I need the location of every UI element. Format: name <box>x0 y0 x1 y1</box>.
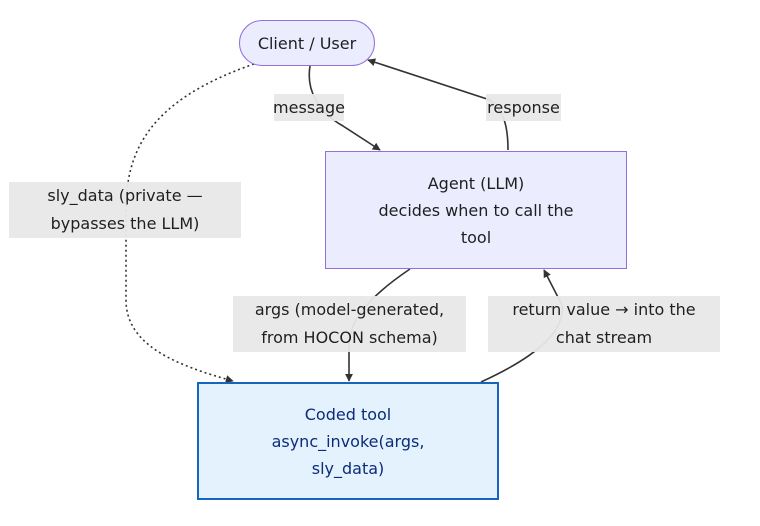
node-coded-tool: Coded tool async_invoke(args, sly_data) <box>197 382 499 500</box>
edge-label-response: response <box>486 94 561 121</box>
edge-label-return-value: return value → into the chat stream <box>488 296 720 352</box>
edge-label-args: args (model-generated, from HOCON schema… <box>233 296 466 352</box>
edge-label-sly-data-line-1: sly_data (private — <box>47 186 203 205</box>
edge-label-response-text: response <box>487 97 560 117</box>
node-agent-llm: Agent (LLM) decides when to call the too… <box>325 151 627 269</box>
edge-label-return-line-2: chat stream <box>555 328 653 347</box>
node-agent-line-3: tool <box>460 227 492 247</box>
node-client-label: Client / User <box>257 33 357 53</box>
node-client-user: Client / User <box>239 20 375 66</box>
edge-label-message: message <box>273 94 345 121</box>
edge-label-return-line-1: return value → into the <box>512 300 696 319</box>
edge-label-args-line-2: from HOCON schema) <box>261 328 438 347</box>
edge-label-sly-data: sly_data (private — bypasses the LLM) <box>9 182 241 238</box>
edge-label-args-line-1: args (model-generated, <box>254 300 445 319</box>
node-agent-line-1: Agent (LLM) <box>427 173 525 193</box>
node-tool-line-2: async_invoke(args, <box>271 431 425 451</box>
node-agent-line-2: decides when to call the <box>378 200 574 220</box>
edge-label-sly-data-line-2: bypasses the LLM) <box>50 214 200 233</box>
edge-label-message-text: message <box>273 97 345 117</box>
node-tool-line-1: Coded tool <box>304 404 392 424</box>
node-tool-line-3: sly_data) <box>311 458 385 478</box>
